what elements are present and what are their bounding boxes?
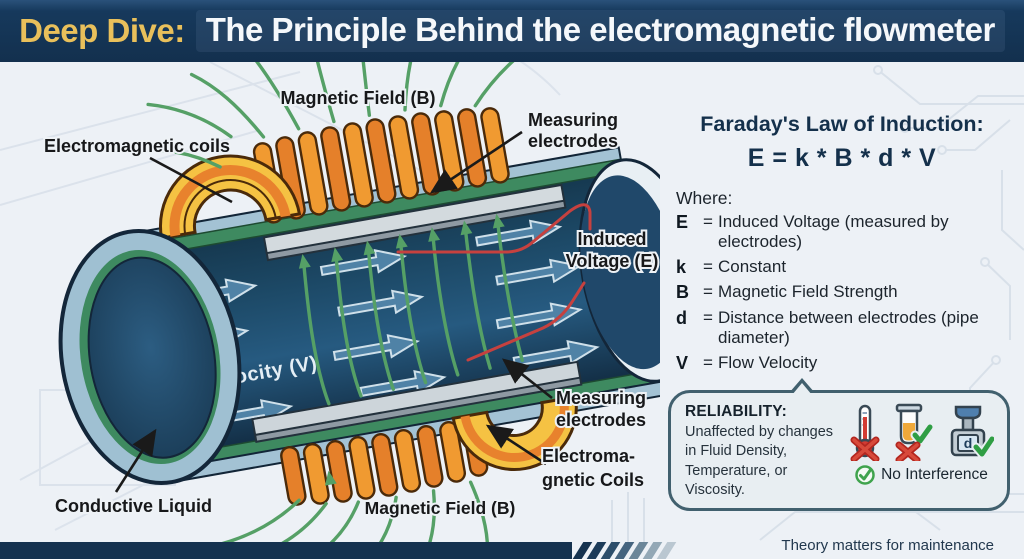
diameter-sensor-icon: d — [950, 406, 994, 459]
footer-bar — [0, 542, 572, 559]
definition-meaning: Constant — [718, 256, 787, 276]
definition-row: d = Distance between electrodes (pipe di… — [676, 308, 1020, 349]
flowmeter-diagram: Flow Velocity (V) — [42, 62, 660, 542]
measuring-electrode-top — [262, 183, 567, 262]
definition-meaning: Distance between electrodes (pipe diamet… — [718, 307, 979, 348]
formula-panel: Faraday's Law of Induction: E = k * B * … — [660, 62, 1024, 542]
magnetic-field-top-label: Magnetic Field (B) — [280, 88, 435, 108]
measuring-electrodes-top-label-2: electrodes — [528, 131, 618, 151]
electromagnetic-coils-bottom-label-2: gnetic Coils — [542, 470, 644, 490]
definition-meaning: Flow Velocity — [718, 352, 818, 372]
definition-symbol: B — [676, 282, 689, 303]
page-title: The Principle Behind the electromagnetic… — [195, 10, 1005, 52]
definition-row: V = Flow Velocity — [676, 353, 1020, 375]
definition-symbol: V — [676, 352, 689, 373]
definition-symbol: d — [676, 307, 687, 328]
definition-meaning: Induced Voltage (measured by electrodes) — [718, 212, 949, 252]
magnetic-field-bottom-label: Magnetic Field (B) — [365, 498, 516, 518]
footer-tagline: Theory matters for maintenance — [781, 537, 994, 554]
footer-stripes — [572, 542, 677, 559]
header-banner: Deep Dive: The Principle Behind the elec… — [0, 0, 1024, 62]
electromagnetic-coils-bottom-label-1: Electroma- — [542, 446, 635, 466]
fluid-density-icon — [895, 404, 933, 462]
definition-symbol: E — [676, 212, 689, 232]
reliability-title: RELIABILITY: — [685, 403, 787, 421]
no-interference-label: No Interference — [881, 466, 988, 484]
definition-row: E = Induced Voltage (measured by electro… — [676, 212, 1020, 253]
definition-symbol: k — [676, 256, 687, 277]
electromagnetic-coils-label: Electromagnetic coils — [44, 136, 230, 156]
field-lines-bottom — [212, 470, 489, 542]
where-label: Where: — [676, 188, 733, 208]
pipe-right-opening — [578, 158, 660, 383]
measuring-electrodes-bottom-label-2: electrodes — [556, 410, 646, 430]
definition-row: k = Constant — [676, 257, 1020, 279]
faraday-law-title: Faraday's Law of Induction: — [700, 112, 984, 136]
measuring-electrodes-bottom-label-1: Measuring — [556, 388, 646, 408]
no-interference-check-icon — [855, 465, 875, 486]
header-highlight: Deep Dive: — [19, 12, 185, 49]
induced-voltage-label-1: Induced — [577, 229, 646, 249]
reliability-body: Unaffected by changes in Fluid Density, … — [685, 424, 834, 498]
induced-voltage-label-2: Voltage (E) — [566, 251, 659, 271]
conductive-liquid-label: Conductive Liquid — [55, 496, 212, 516]
sensor-letter: d — [964, 435, 973, 451]
reliability-callout: RELIABILITY: Unaffected by changes in Fl… — [668, 378, 1010, 511]
definitions-list: E = Induced Voltage (measured by electro… — [660, 212, 1024, 374]
thermometer-crossed-icon — [850, 405, 880, 462]
faraday-formula: E = k * B * d * V — [747, 144, 937, 172]
definition-meaning: Magnetic Field Strength — [718, 282, 898, 302]
measuring-electrodes-top-label-1: Measuring — [528, 110, 618, 130]
definition-row: B = Magnetic Field Strength — [676, 282, 1020, 304]
